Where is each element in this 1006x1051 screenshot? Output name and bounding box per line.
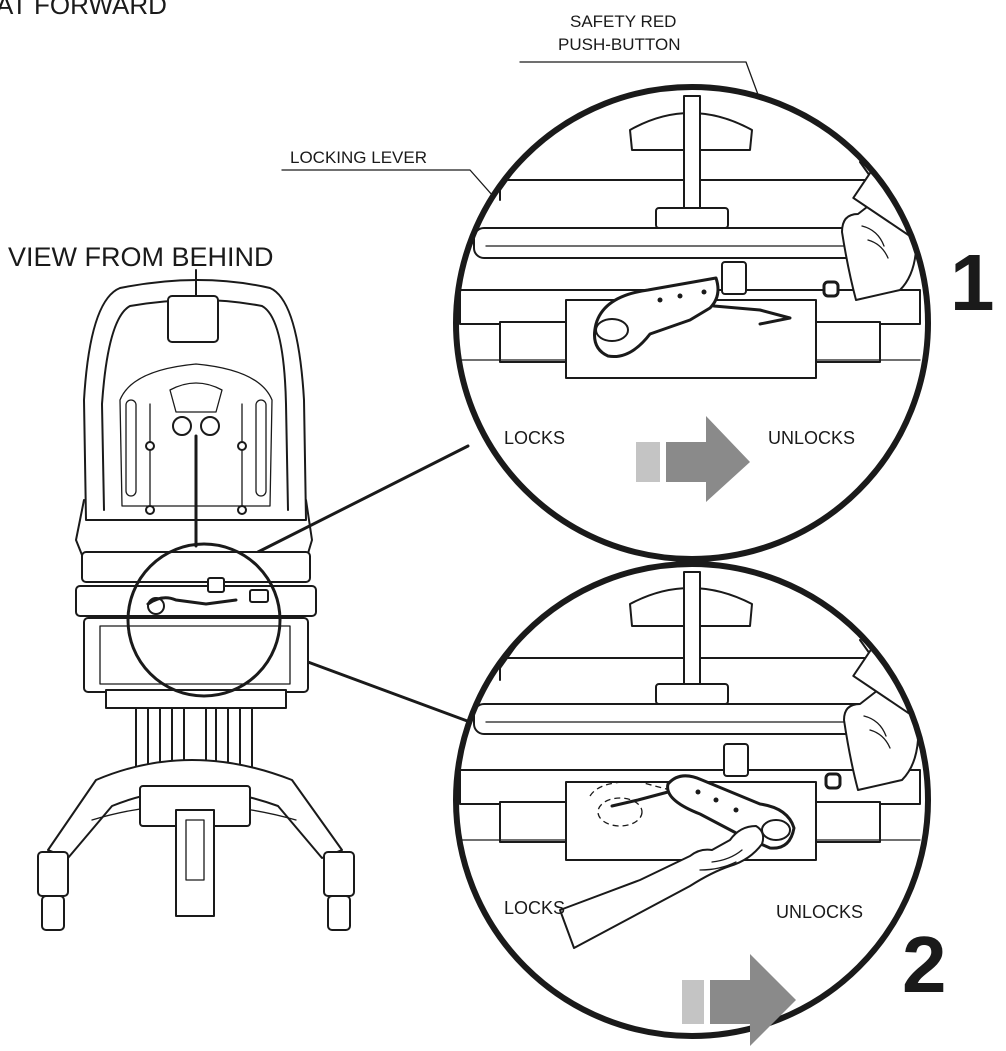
detail-circle-2: [453, 561, 931, 1039]
chair-illustration: [37, 269, 355, 931]
detail-circle-1: [453, 84, 931, 562]
top-cut-label: AT FORWARD: [0, 0, 167, 20]
detail-2-unlocks-label: UNLOCKS: [776, 902, 863, 922]
locking-lever-label: LOCKING LEVER: [290, 148, 427, 167]
view-title: VIEW FROM BEHIND: [8, 242, 274, 272]
detail-2-locks-label: LOCKS: [504, 898, 565, 918]
detail-1-direction-arrow: [636, 416, 750, 502]
step-1-number: 1: [950, 238, 995, 327]
safety-red-label-line1: SAFETY RED: [570, 12, 676, 31]
safety-red-label-line2: PUSH-BUTTON: [558, 35, 680, 54]
magnifier-circle: [126, 542, 282, 698]
detail-2-direction-arrow: [682, 954, 796, 1046]
detail-1-unlocks-label: UNLOCKS: [768, 428, 855, 448]
detail-1-locks-label: LOCKS: [504, 428, 565, 448]
step-2-number: 2: [902, 920, 947, 1009]
